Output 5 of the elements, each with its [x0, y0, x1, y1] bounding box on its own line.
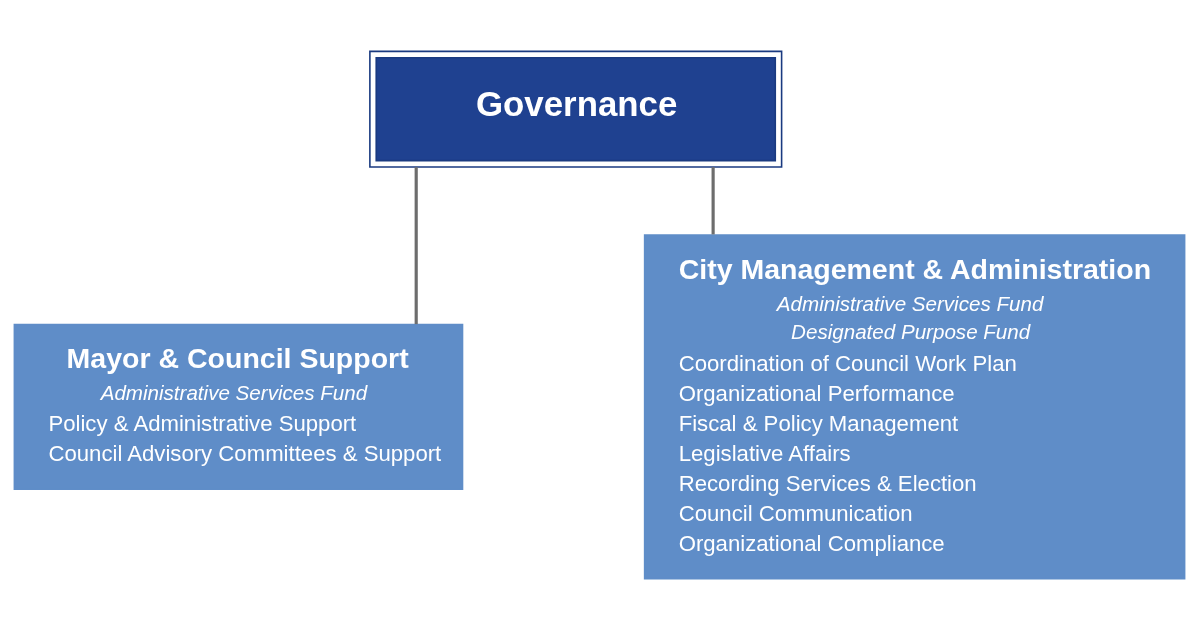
connector	[414, 166, 418, 324]
connector	[711, 166, 715, 234]
node-box: Governance	[369, 50, 783, 168]
node-box: City Management & Administration Administrative Services Fund Designated Purpose Fund Coordination of Council Work Plan Organizational Performance Fiscal & Policy Management Legislative Affairs Recording Services & Election Council Communication Organizational Compliance	[643, 233, 1186, 579]
node-box: Mayor & Council Support Administrative Services Fund Policy & Administrative Support Council Advisory Committees & Support	[13, 323, 464, 490]
